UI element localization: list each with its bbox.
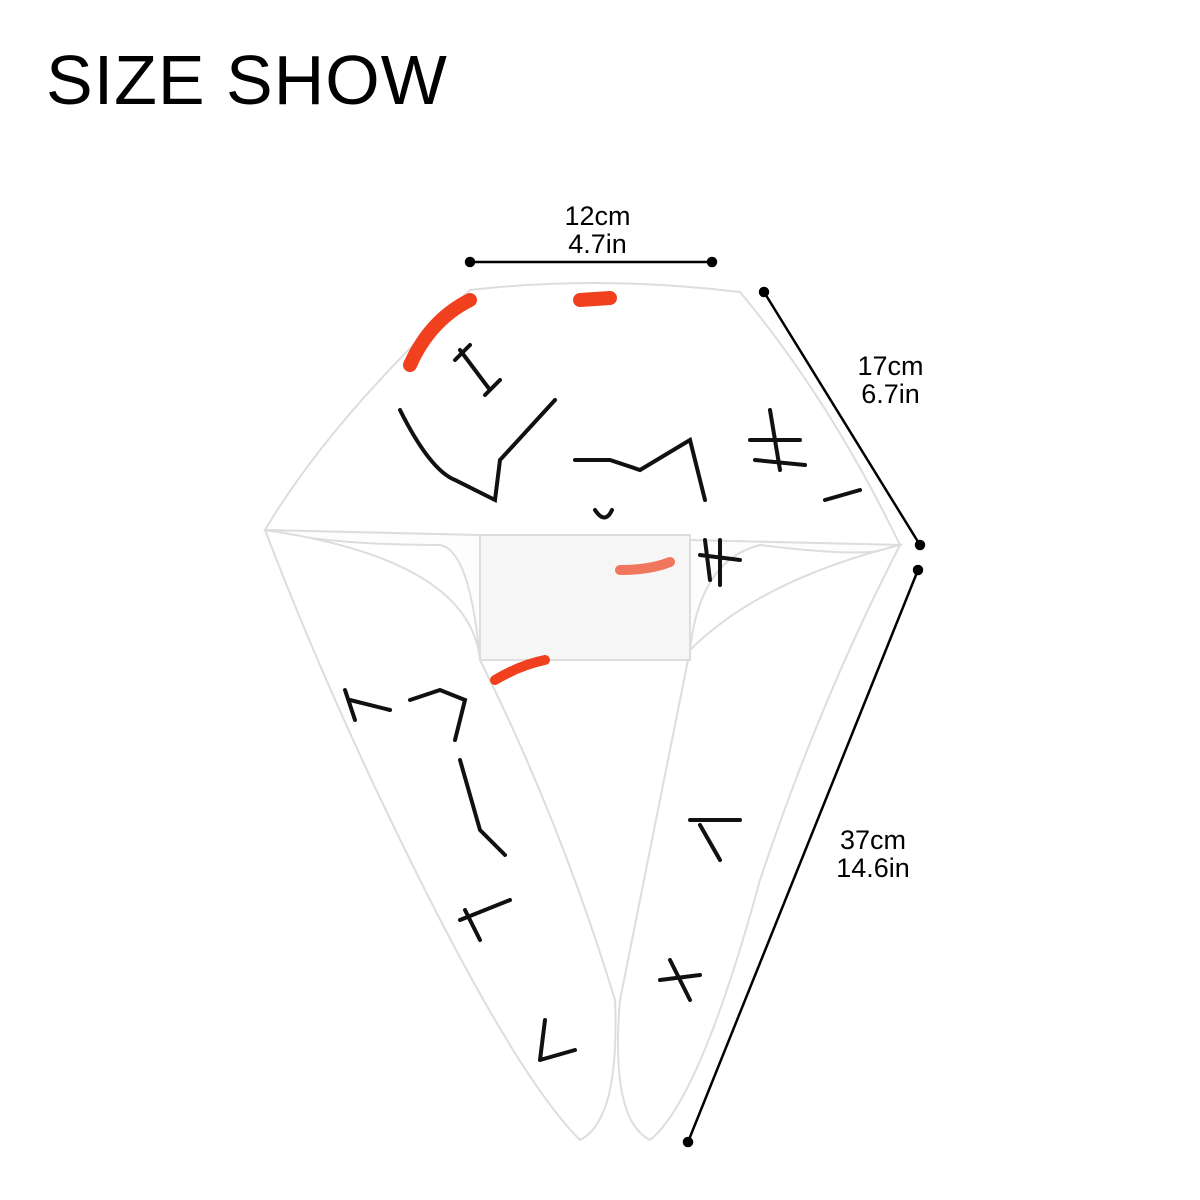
cap-crown (263, 281, 902, 547)
side-length-line (762, 291, 922, 546)
dimension-lines (464, 256, 926, 1148)
side-length-in: 6.7in (861, 379, 920, 409)
tie-length-in: 14.6in (836, 853, 910, 883)
side-length-cm: 17cm (857, 351, 924, 381)
top-width-label: 12cm 4.7in (545, 202, 650, 258)
page-title: SIZE SHOW (46, 41, 448, 119)
pattern-cat-doodles (343, 343, 862, 1062)
top-width-cm: 12cm (564, 201, 631, 231)
right-tie (617, 543, 902, 1142)
tie-length-label: 37cm 14.6in (818, 826, 928, 882)
top-width-in: 4.7in (568, 229, 627, 259)
cap-illustration (263, 281, 903, 1142)
cap-inner (479, 534, 691, 661)
tie-length-line (686, 569, 920, 1143)
left-tie (263, 528, 617, 1142)
side-length-label: 17cm 6.7in (838, 352, 943, 408)
pattern-accents (403, 291, 675, 685)
tie-length-cm: 37cm (839, 825, 907, 855)
